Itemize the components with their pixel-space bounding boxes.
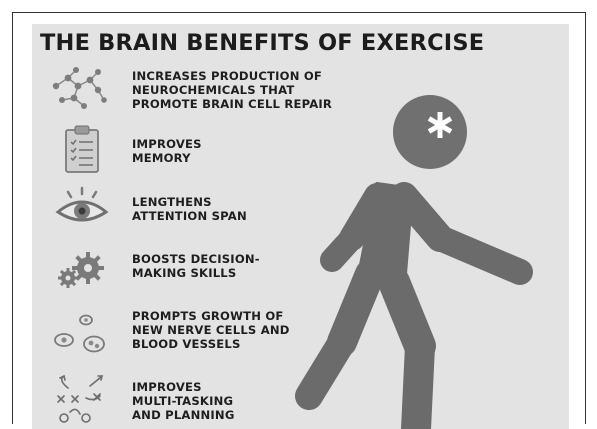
infographic-panel: THE BRAIN BENEFITS OF EXERCISE (32, 24, 569, 429)
strategy-play-icon (57, 374, 104, 423)
cells-icon (54, 314, 105, 353)
benefit-attention: LENGTHENS ATTENTION SPAN (132, 195, 247, 223)
benefit-nerve-cells: PROMPTS GROWTH OF NEW NERVE CELLS AND BL… (132, 309, 290, 351)
benefit-multitasking: IMPROVES MULTI-TASKING AND PLANNING (132, 380, 235, 422)
gears-icon (58, 252, 104, 288)
asterisk-icon (427, 112, 453, 138)
benefit-neurochemicals: INCREASES PRODUCTION OF NEUROCHEMICALS T… (132, 69, 333, 111)
clipboard-icon (65, 125, 99, 173)
eye-icon (55, 186, 109, 222)
running-person-icon (295, 95, 533, 429)
infographic-title: THE BRAIN BENEFITS OF EXERCISE (40, 30, 485, 56)
molecule-icon (52, 67, 107, 109)
benefit-decision-making: BOOSTS DECISION- MAKING SKILLS (132, 252, 260, 280)
benefit-memory: IMPROVES MEMORY (132, 137, 202, 165)
image-frame (12, 12, 586, 424)
